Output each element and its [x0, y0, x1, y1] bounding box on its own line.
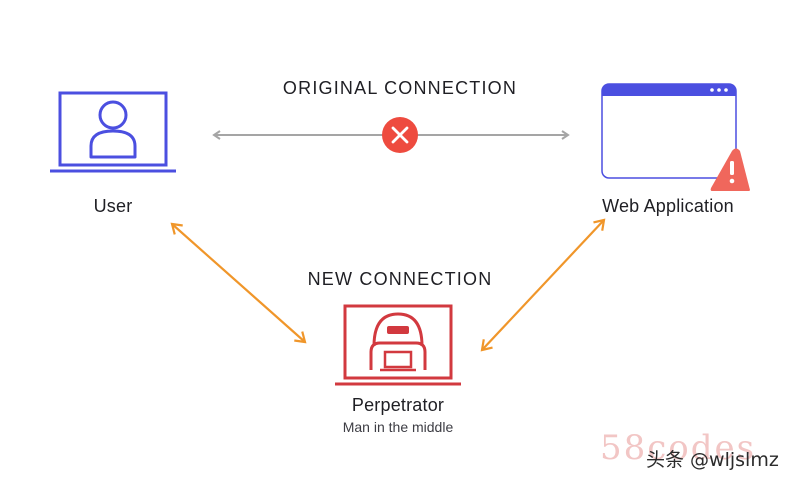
- browser-window-icon: [601, 83, 737, 179]
- new-connection-label: NEW CONNECTION: [307, 269, 493, 289]
- laptop-user-icon: [50, 91, 176, 173]
- web-app-label: Web Application: [602, 196, 734, 216]
- perpetrator-sub-label: Man in the middle: [342, 419, 454, 435]
- new-connection-arrow-web-app: [480, 218, 606, 352]
- watermark-tag: 头条 @wljslmz: [646, 449, 779, 471]
- perpetrator-label: Perpetrator: [351, 395, 445, 415]
- user-label: User: [93, 196, 133, 216]
- laptop-hacker-icon: [335, 304, 461, 386]
- new-connection-arrow-user: [170, 222, 307, 344]
- original-connection-label: ORIGINAL CONNECTION: [282, 78, 518, 98]
- warning-triangle-icon: [710, 148, 750, 191]
- watermark-logo: 58codes: [600, 428, 757, 468]
- blocked-x-icon: [382, 117, 418, 153]
